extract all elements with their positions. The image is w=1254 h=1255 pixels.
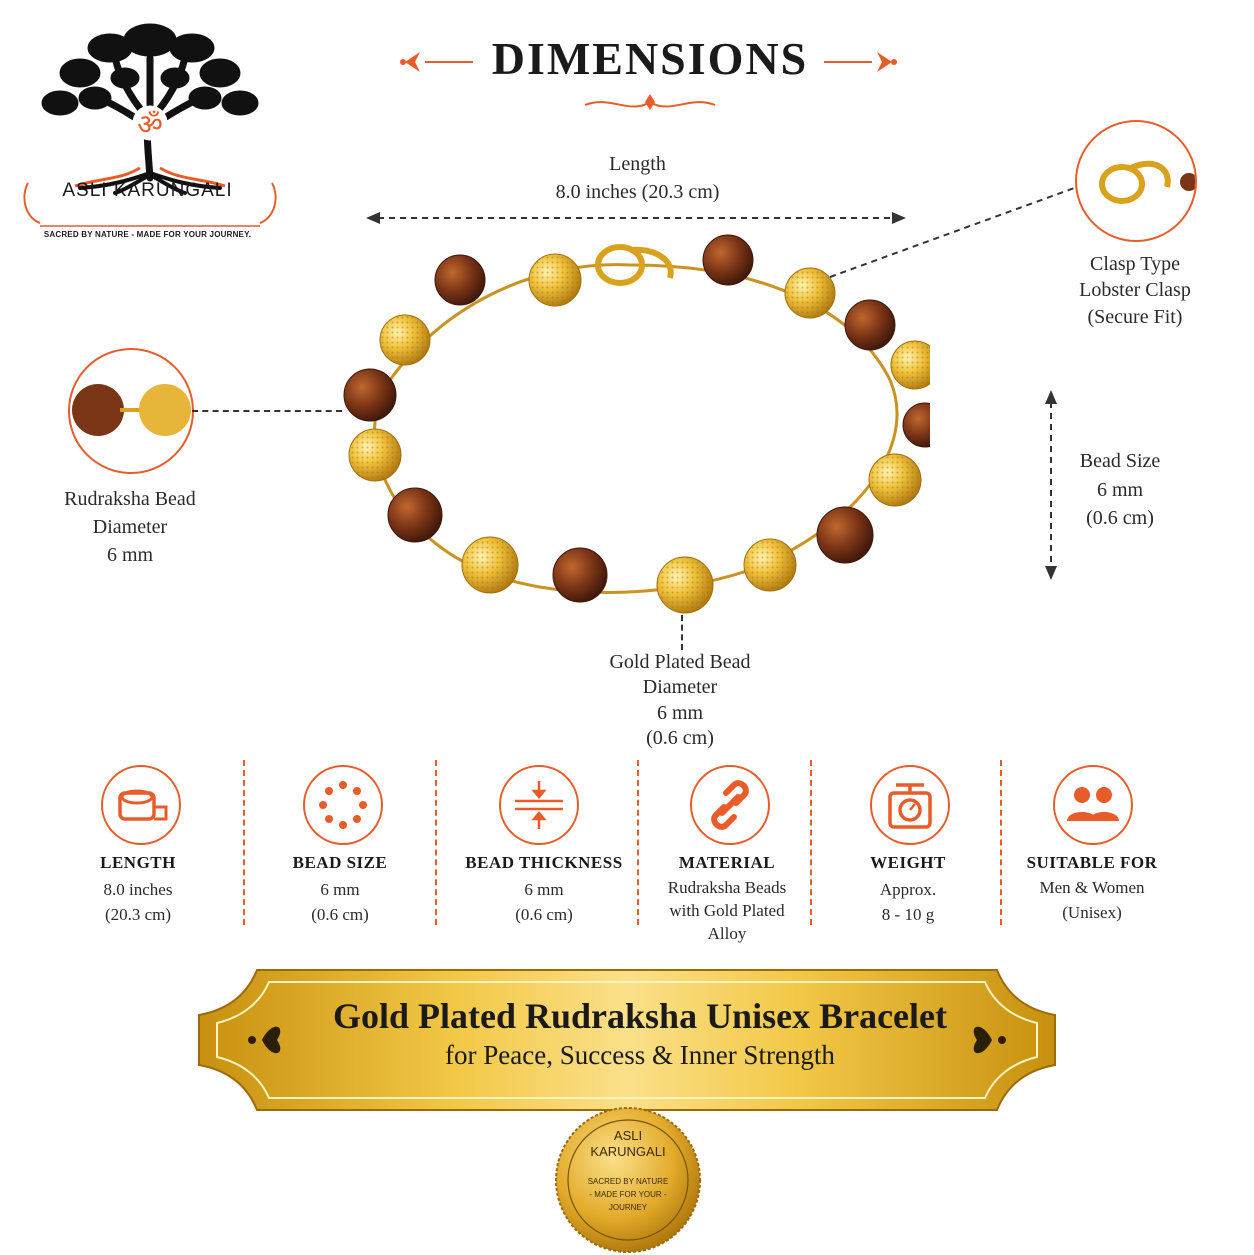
- thickness-icon: [499, 765, 579, 845]
- clasp-type-label: Clasp Type: [1090, 253, 1180, 275]
- clasp-leader-line: [829, 186, 1078, 278]
- tree-om-icon: ॐ: [41, 23, 259, 195]
- feature-title: BEAD SIZE: [292, 853, 388, 872]
- feature-value: 8.0 inches: [103, 880, 173, 899]
- feature-divider: [810, 760, 812, 925]
- header-ornament-right: [824, 52, 897, 72]
- feature-title: MATERIAL: [678, 853, 776, 872]
- title-flourish: [584, 94, 716, 110]
- length-label: Length: [609, 153, 666, 175]
- feature-value: 8 - 10 g: [881, 905, 935, 924]
- lobster-clasp: [595, 244, 674, 286]
- seal-tagline: SACRED BY NATURE - MADE FOR YOUR - JOURN…: [575, 1175, 681, 1214]
- svg-text:ॐ: ॐ: [137, 108, 163, 141]
- bead-size-label: Bead Size: [1079, 450, 1161, 472]
- product-title: Gold Plated Rudraksha Unisex Bracelet: [332, 996, 947, 1036]
- bracelet-image: [343, 234, 930, 614]
- brand-tagline: SACRED BY NATURE - MADE FOR YOUR JOURNEY…: [43, 230, 252, 239]
- feature-divider: [1000, 760, 1002, 925]
- seal-name-line: ASLI: [613, 1128, 643, 1143]
- length-value: 8.0 inches (20.3 cm): [555, 181, 720, 203]
- bead-size-value: 6 mm: [1096, 479, 1144, 501]
- gold-bead-leader-line: [681, 615, 683, 650]
- seal-tag-line: - MADE FOR YOUR -: [589, 1190, 667, 1199]
- bead-ring-icon: [303, 765, 383, 845]
- clasp-type-note: (Secure Fit): [1087, 306, 1183, 328]
- feature-value: Men & Women: [1039, 878, 1145, 897]
- tape-measure-icon: [101, 765, 181, 845]
- feature-title: LENGTH: [100, 853, 176, 872]
- seal-name-line: KARUNGALI: [590, 1144, 666, 1159]
- feature-value: with Gold Plated: [669, 901, 785, 920]
- header-ornament-left: [400, 52, 473, 72]
- page-title: DIMENSIONS: [491, 33, 809, 84]
- feature-value: (0.6 cm): [515, 905, 573, 924]
- gold-bead-cm: (0.6 cm): [646, 727, 714, 749]
- brand-logo: ॐ: [23, 23, 277, 227]
- users-icon: [1053, 765, 1133, 845]
- feature-divider: [637, 760, 639, 925]
- product-subtitle: for Peace, Success & Inner Strength: [445, 1040, 835, 1070]
- rudraksha-label-2: Diameter: [92, 516, 168, 538]
- feature-divider: [243, 760, 245, 925]
- brand-seal: [555, 1107, 701, 1253]
- gold-bead-label-2: Diameter: [642, 676, 718, 698]
- seal-brand-name: ASLI KARUNGALI: [560, 1128, 696, 1160]
- seal-tag-line: SACRED BY NATURE: [587, 1177, 669, 1186]
- feature-value: Alloy: [707, 924, 747, 943]
- clasp-type-value: Lobster Clasp: [1079, 279, 1191, 301]
- feature-value: Approx.: [879, 880, 937, 899]
- feature-divider: [435, 760, 437, 925]
- length-arrow: [366, 212, 906, 224]
- feature-value: 6 mm: [524, 880, 564, 899]
- gold-bead-value: 6 mm: [656, 702, 704, 724]
- feature-title: SUITABLE FOR: [1026, 853, 1158, 872]
- clasp-zoom-image: [1075, 120, 1197, 242]
- rudraksha-value: 6 mm: [106, 544, 154, 566]
- bead-size-arrow: [1045, 390, 1057, 580]
- feature-title: BEAD THICKNESS: [465, 853, 623, 872]
- rudraksha-zoom-image: [68, 348, 194, 474]
- feature-value: Rudraksha Beads: [667, 878, 787, 897]
- feature-title: WEIGHT: [870, 853, 946, 872]
- feature-value: 6 mm: [320, 880, 360, 899]
- seal-tag-line: JOURNEY: [608, 1203, 648, 1212]
- bead-size-cm: (0.6 cm): [1086, 507, 1154, 529]
- weighing-scale-icon: [870, 765, 950, 845]
- brand-name: ASLI KARUNGALI: [62, 180, 233, 201]
- rudraksha-label: Rudraksha Bead: [64, 488, 196, 510]
- feature-value: (Unisex): [1062, 903, 1122, 922]
- rudraksha-leader-line: [192, 410, 342, 412]
- feature-value: (0.6 cm): [311, 905, 369, 924]
- chain-link-icon: [690, 765, 770, 845]
- title-banner: [198, 969, 1056, 1111]
- gold-bead-label: Gold Plated Bead: [609, 651, 751, 673]
- feature-value: (20.3 cm): [104, 905, 172, 924]
